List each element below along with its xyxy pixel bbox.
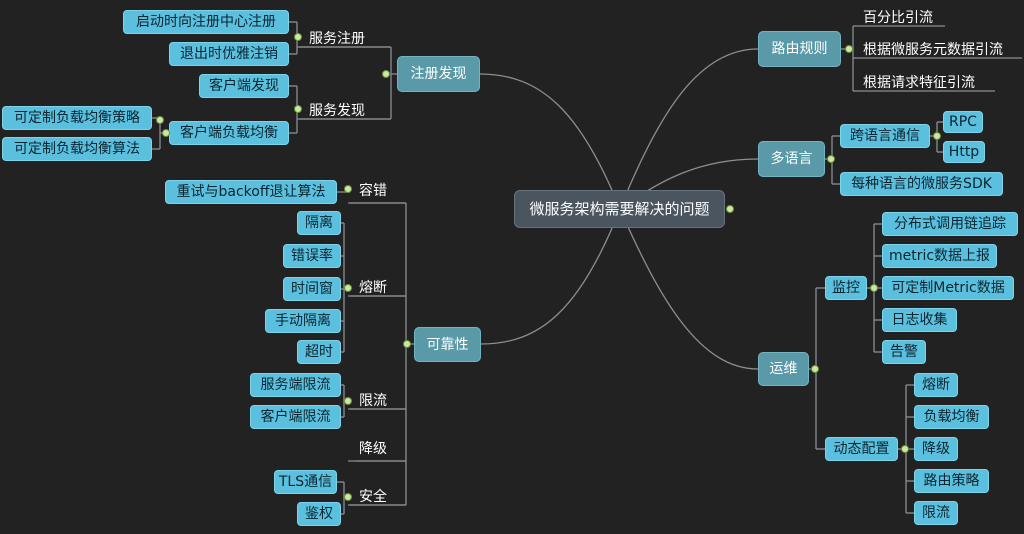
collapse-toggle-icon[interactable] (344, 284, 352, 292)
collapse-toggle-icon[interactable] (344, 397, 352, 405)
branch-discovery[interactable]: 注册发现 (397, 56, 480, 92)
leaf-log-collection[interactable]: 日志收集 (882, 308, 957, 332)
service-discovery-label[interactable]: 服务发现 (309, 103, 365, 119)
routing-metadata[interactable]: 根据微服务元数据引流 (863, 42, 1003, 58)
curve-to-routing (619, 48, 759, 210)
leaf-server-rate-limit[interactable]: 服务端限流 (250, 373, 341, 397)
branch-ops[interactable]: 运维 (758, 352, 809, 386)
leaf-register-on-start[interactable]: 启动时向注册中心注册 (123, 10, 289, 34)
collapse-toggle-icon[interactable] (156, 116, 164, 124)
curve-to-reliability (480, 208, 621, 345)
cross-lang-comm[interactable]: 跨语言通信 (840, 124, 930, 148)
collapse-toggle-icon[interactable] (726, 205, 734, 213)
security-label[interactable]: 安全 (359, 489, 387, 505)
leaf-client-discovery[interactable]: 客户端发现 (199, 74, 289, 98)
leaf-tls[interactable]: TLS通信 (274, 470, 337, 494)
routing-percent[interactable]: 百分比引流 (863, 10, 933, 26)
service-registration-label[interactable]: 服务注册 (309, 31, 365, 47)
collapse-toggle-icon[interactable] (294, 105, 302, 113)
collapse-toggle-icon[interactable] (811, 365, 819, 373)
collapse-toggle-icon[interactable] (344, 185, 352, 193)
monitoring-node[interactable]: 监控 (825, 276, 867, 300)
leaf-distributed-tracing[interactable]: 分布式调用链追踪 (882, 212, 1018, 236)
fault-tolerance-label[interactable]: 容错 (359, 183, 387, 199)
branch-routing[interactable]: 路由规则 (758, 31, 841, 67)
leaf-auth[interactable]: 鉴权 (297, 502, 341, 526)
circuit-breaker-label[interactable]: 熔断 (359, 280, 387, 296)
collapse-toggle-icon[interactable] (382, 70, 390, 78)
leaf-graceful-deregister[interactable]: 退出时优雅注销 (169, 42, 289, 66)
leaf-manual-isolation[interactable]: 手动隔离 (265, 309, 341, 333)
collapse-toggle-icon[interactable] (403, 340, 411, 348)
branch-multilang[interactable]: 多语言 (758, 141, 825, 177)
dynamic-config-node[interactable]: 动态配置 (825, 437, 898, 461)
leaf-config-load-balance[interactable]: 负载均衡 (914, 405, 989, 429)
leaf-multilang-sdk[interactable]: 每种语言的微服务SDK (840, 172, 1003, 196)
leaf-client-rate-limit[interactable]: 客户端限流 (250, 405, 341, 429)
leaf-rpc[interactable]: RPC (943, 111, 983, 133)
leaf-timeout[interactable]: 超时 (297, 340, 341, 364)
routing-request-features[interactable]: 根据请求特征引流 (863, 75, 975, 91)
collapse-toggle-icon[interactable] (162, 129, 170, 137)
leaf-http[interactable]: Http (943, 141, 985, 163)
rate-limit-label[interactable]: 限流 (359, 393, 387, 409)
collapse-toggle-icon[interactable] (827, 155, 835, 163)
branch-reliability[interactable]: 可靠性 (414, 327, 481, 362)
leaf-custom-lb-policy[interactable]: 可定制负载均衡策略 (2, 106, 152, 130)
root-node[interactable]: 微服务架构需要解决的问题 (514, 190, 725, 228)
collapse-toggle-icon[interactable] (294, 33, 302, 41)
leaf-alert[interactable]: 告警 (882, 340, 926, 364)
collapse-toggle-icon[interactable] (870, 284, 878, 292)
leaf-error-rate[interactable]: 错误率 (283, 244, 341, 268)
leaf-config-degrade[interactable]: 降级 (914, 437, 958, 461)
collapse-toggle-icon[interactable] (344, 493, 352, 501)
leaf-custom-lb-algorithm[interactable]: 可定制负载均衡算法 (2, 137, 152, 161)
leaf-retry-backoff[interactable]: 重试与backoff退让算法 (165, 180, 337, 204)
curve-to-ops (619, 208, 759, 370)
leaf-config-routing[interactable]: 路由策略 (914, 469, 989, 493)
collapse-toggle-icon[interactable] (845, 45, 853, 53)
degrade-label[interactable]: 降级 (359, 441, 387, 457)
collapse-toggle-icon[interactable] (933, 132, 941, 140)
leaf-custom-metric[interactable]: 可定制Metric数据 (882, 276, 1014, 300)
leaf-isolation[interactable]: 隔离 (297, 211, 341, 235)
leaf-client-load-balancing[interactable]: 客户端负载均衡 (169, 121, 289, 145)
curve-to-discovery (479, 73, 621, 210)
leaf-metric-report[interactable]: metric数据上报 (882, 244, 997, 268)
leaf-config-circuit-breaker[interactable]: 熔断 (914, 373, 958, 397)
leaf-config-rate-limit[interactable]: 限流 (914, 501, 958, 525)
collapse-toggle-icon[interactable] (901, 445, 909, 453)
leaf-time-window[interactable]: 时间窗 (283, 277, 341, 301)
